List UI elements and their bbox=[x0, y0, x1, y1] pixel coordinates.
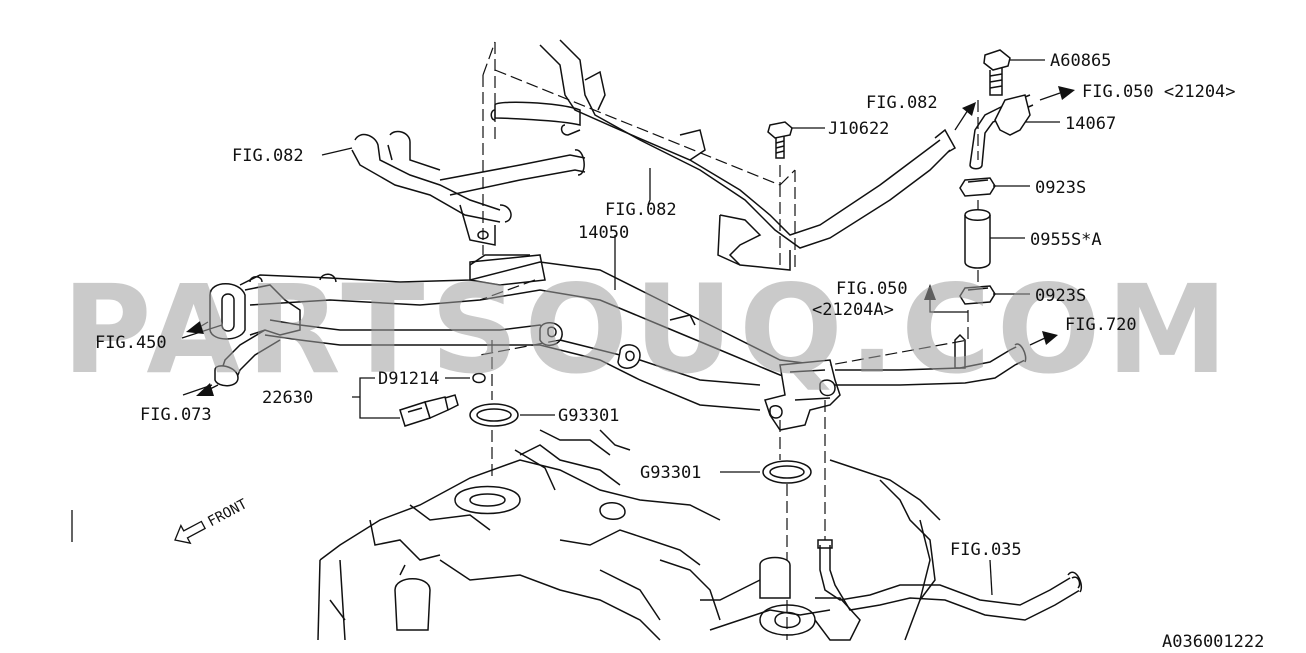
label-fig082-top[interactable]: FIG.082 bbox=[866, 93, 938, 113]
label-fig082-center[interactable]: FIG.082 bbox=[605, 200, 677, 220]
label-14067[interactable]: 14067 bbox=[1065, 114, 1116, 134]
front-indicator: FRONT bbox=[174, 496, 250, 545]
label-0923s-upper[interactable]: 0923S bbox=[1035, 178, 1086, 198]
main-water-pipe-14050 bbox=[209, 254, 1027, 431]
label-fig450[interactable]: FIG.450 bbox=[95, 333, 167, 353]
engine-block bbox=[317, 429, 941, 641]
sensor-22630 bbox=[399, 372, 486, 427]
upper-coolant-pipe bbox=[490, 39, 957, 271]
label-14050[interactable]: 14050 bbox=[578, 223, 629, 243]
label-g93301-upper[interactable]: G93301 bbox=[558, 406, 619, 426]
front-label: FRONT bbox=[205, 496, 250, 530]
watermark: PARTSOUQ.COM bbox=[62, 259, 1234, 401]
direction-arrows bbox=[186, 86, 1075, 396]
diagram-id: A036001222 bbox=[1162, 632, 1264, 652]
front-arrow-icon bbox=[174, 520, 207, 545]
label-fig050-mid-code[interactable]: <21204A> bbox=[812, 300, 894, 320]
label-a60865[interactable]: A60865 bbox=[1050, 51, 1111, 71]
label-fig082-left[interactable]: FIG.082 bbox=[232, 146, 304, 166]
bolts bbox=[767, 49, 1011, 159]
label-fig050-mid[interactable]: FIG.050 bbox=[836, 279, 908, 299]
o-rings bbox=[469, 403, 812, 484]
label-g93301-lower[interactable]: G93301 bbox=[640, 463, 701, 483]
leader-lines bbox=[71, 59, 1060, 596]
label-fig050-top[interactable]: FIG.050 <21204> bbox=[1082, 82, 1236, 102]
label-0955s-a[interactable]: 0955S*A bbox=[1030, 230, 1102, 250]
lower-pipe-fig035 bbox=[814, 539, 1082, 641]
label-fig720[interactable]: FIG.720 bbox=[1065, 315, 1137, 335]
label-22630[interactable]: 22630 bbox=[262, 388, 313, 408]
label-j10622[interactable]: J10622 bbox=[828, 119, 889, 139]
label-0923s-lower[interactable]: 0923S bbox=[1035, 286, 1086, 306]
label-fig035[interactable]: FIG.035 bbox=[950, 540, 1022, 560]
assembly-dashed-lines bbox=[479, 41, 979, 640]
label-d91214[interactable]: D91214 bbox=[378, 369, 439, 389]
breather-hose-parts bbox=[959, 94, 1034, 305]
label-fig073[interactable]: FIG.073 bbox=[140, 405, 212, 425]
part-labels: FIG.082 FIG.082 FIG.082 14050 FIG.450 FI… bbox=[95, 51, 1264, 652]
left-heater-pipes bbox=[351, 130, 586, 246]
